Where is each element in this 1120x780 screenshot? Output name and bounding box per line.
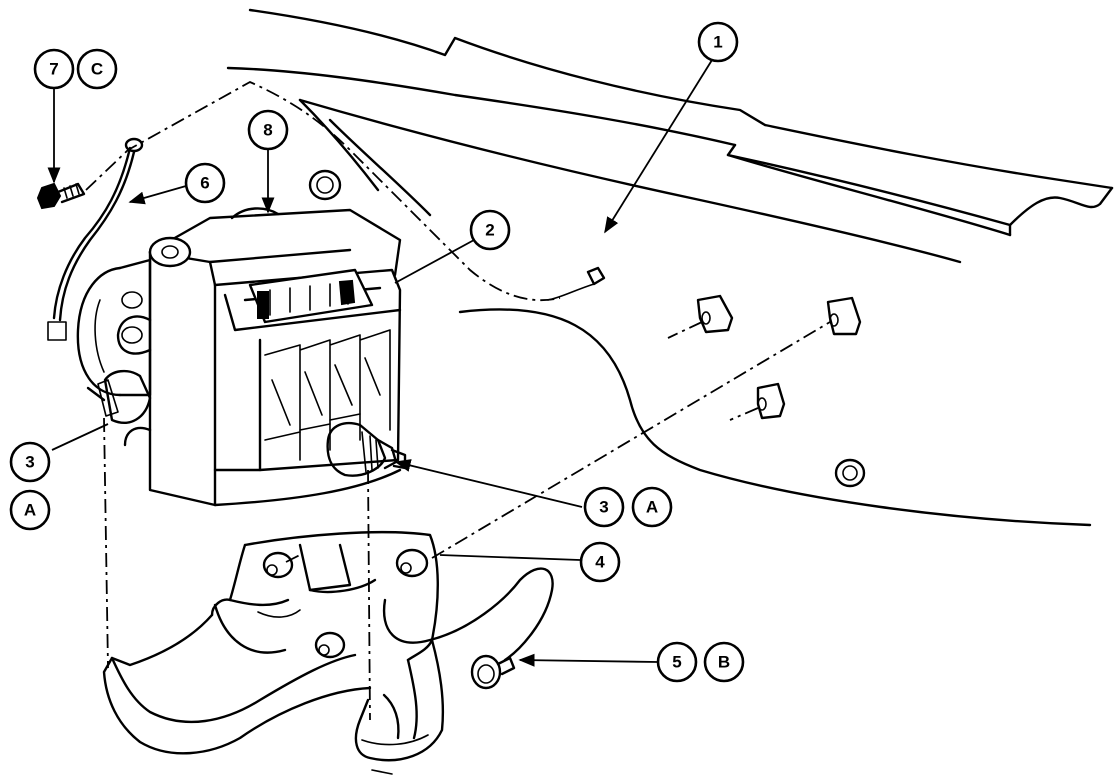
body-panel xyxy=(226,8,1114,527)
bracket-ground-loop xyxy=(382,567,554,662)
grommet-upper xyxy=(308,169,342,201)
clip-nut-3 xyxy=(729,382,786,421)
callout-1-label: 1 xyxy=(713,33,722,52)
callout-7: 7 xyxy=(33,48,75,90)
clip-nut-2 xyxy=(826,296,862,336)
callout-C: C xyxy=(76,48,118,90)
callout-3-right-label: 3 xyxy=(599,498,608,517)
panel-stud xyxy=(547,266,606,301)
callout-7-label: 7 xyxy=(49,60,58,79)
callout-3-left-label: 3 xyxy=(25,453,34,472)
mounting-bracket xyxy=(102,530,445,775)
ground-wire xyxy=(47,137,144,341)
callout-A-left: A xyxy=(9,489,51,531)
callout-4: 4 xyxy=(579,541,621,583)
bolt-5 xyxy=(470,654,516,690)
callout-6-label: 6 xyxy=(200,174,209,193)
callout-5-label: 5 xyxy=(672,653,681,672)
callout-2-label: 2 xyxy=(485,221,494,240)
callout-8: 8 xyxy=(247,109,289,151)
brake-tube-fitting-right xyxy=(326,421,407,477)
callout-5: 5 xyxy=(656,641,698,683)
callout-3-left: 3 xyxy=(9,441,51,483)
alignment-lines xyxy=(85,80,831,721)
callout-6: 6 xyxy=(184,162,226,204)
callout-4-label: 4 xyxy=(595,553,605,572)
callout-A-left-label: A xyxy=(24,501,36,520)
callout-8-label: 8 xyxy=(263,121,272,140)
callout-2: 2 xyxy=(469,209,511,251)
brake-tube-fitting-left xyxy=(86,369,152,424)
hydraulic-control-unit xyxy=(76,207,402,507)
bolt-7 xyxy=(36,182,86,210)
callout-1: 1 xyxy=(697,21,739,63)
leader-lines xyxy=(47,59,713,667)
grommet-lower xyxy=(834,458,866,488)
callout-B-label: B xyxy=(718,653,730,672)
callout-3-right: 3 xyxy=(583,486,625,528)
callout-B: B xyxy=(703,641,745,683)
clip-nut-1 xyxy=(667,294,734,339)
callout-C-label: C xyxy=(91,60,103,79)
callout-A-right-label: A xyxy=(646,498,658,517)
callout-A-right: A xyxy=(631,486,673,528)
